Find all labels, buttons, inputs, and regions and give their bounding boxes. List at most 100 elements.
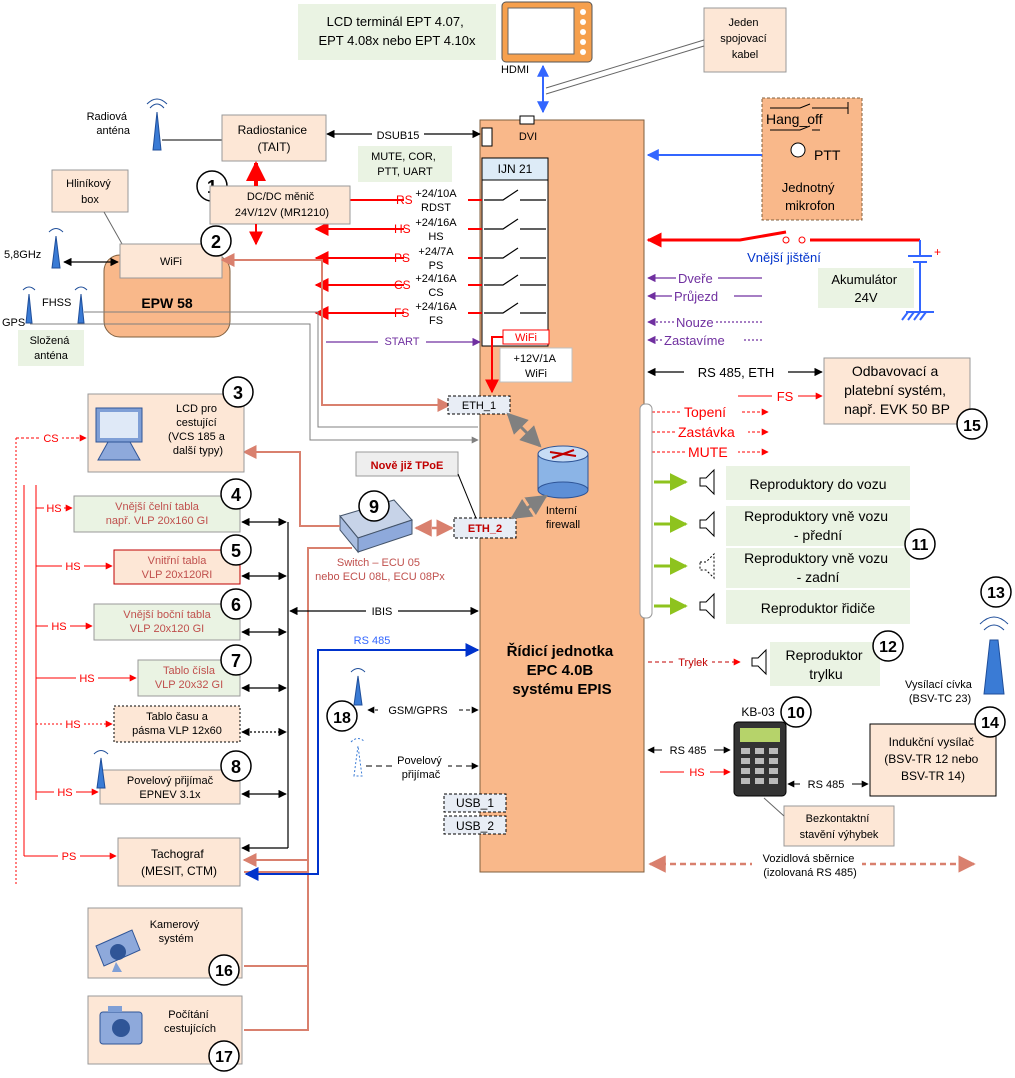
svg-text:CS: CS — [394, 278, 411, 292]
speaker-label-4: Reproduktor řidiče — [761, 600, 876, 616]
main-unit-title: Řídicí jednotka EPC 4.0B systému EPIS — [507, 642, 618, 698]
ghz-label: 5,8GHz — [4, 249, 41, 261]
mic-label: Jednotný mikrofon — [782, 180, 838, 213]
dvi-port — [519, 115, 535, 125]
dvi-label: DVI — [519, 131, 537, 143]
contactless-label: Bezkontaktní stavění výhybek — [800, 813, 879, 841]
kb-label: KB-03 — [741, 705, 775, 719]
svg-text:+24/16A: +24/16A — [415, 273, 457, 285]
lcd-passenger-label: LCD pro cestující (VCS 185 a další typy) — [168, 403, 228, 457]
lcd-terminal-icon — [501, 1, 593, 63]
svg-text:MUTE: MUTE — [688, 444, 728, 460]
wifi-eth1-line — [220, 253, 452, 412]
radio-signals-label: MUTE, COR, PTT, UART — [371, 151, 439, 178]
radio-station-label: Radiostanice (TAIT) — [238, 123, 311, 154]
lcd-terminal-label: LCD terminál EPT 4.07, EPT 4.08x nebo EP… — [318, 14, 476, 48]
svg-text:FS: FS — [394, 306, 409, 320]
ijn21-switches — [484, 189, 546, 314]
speaker-label-1: Reproduktory do vozu — [750, 476, 887, 492]
badge-12-num: 12 — [879, 639, 897, 656]
mic-box — [761, 97, 863, 221]
badge-14-num: 14 — [981, 715, 999, 732]
svg-text:Topení: Topení — [684, 404, 726, 420]
payment-label: Odbavovací a platební systém, např. EVK … — [844, 363, 950, 417]
mic-icon — [790, 142, 806, 158]
hdmi-label: HDMI — [501, 64, 529, 76]
combined-antenna-label: Složená anténa — [30, 335, 73, 362]
alubox-note — [51, 169, 129, 213]
badge-12 — [872, 630, 904, 662]
monitor-icon — [95, 407, 143, 461]
input-lines — [647, 273, 762, 345]
badge-11 — [904, 528, 936, 560]
usb1-label: USB_1 — [456, 796, 494, 810]
combined-antenna-box — [18, 330, 84, 366]
firewall-router-icon — [537, 445, 589, 499]
gps-label: GPS — [2, 317, 25, 329]
start-label: START — [384, 336, 419, 348]
wifi-label: WiFi — [160, 256, 182, 268]
ps-label: PS — [62, 851, 77, 863]
kb-hs-label: HS — [689, 767, 704, 779]
svg-text:HS: HS — [51, 621, 66, 633]
switch-downstream — [244, 547, 352, 1031]
badge-16-num: 16 — [215, 963, 233, 980]
tacho-box — [117, 837, 241, 887]
badge-15 — [956, 408, 988, 440]
svg-text:5: 5 — [231, 541, 241, 561]
ijn21-header — [481, 157, 549, 181]
badge-10-num: 10 — [787, 705, 805, 722]
svg-text:Dveře: Dveře — [678, 271, 713, 286]
gsm-antenna-icon — [350, 668, 366, 706]
speaker-box-3 — [726, 548, 910, 588]
tpoe-label: Nově již TPoE — [371, 460, 444, 472]
usb2-box — [443, 815, 507, 835]
fuse-label: Vnější jištění — [747, 250, 821, 265]
trylek-label: Reproduktor trylku — [786, 647, 867, 682]
povel-label: Povelový přijímač — [397, 755, 445, 781]
badge-9 — [358, 490, 390, 522]
badge-17 — [208, 1040, 240, 1072]
combined-antenna-icon — [22, 286, 88, 324]
trylek-line-label: Trylek — [678, 657, 708, 669]
fhss-label: FHSS — [42, 297, 71, 309]
ptt-switch-icon — [770, 102, 849, 131]
svg-text:HS: HS — [57, 787, 72, 799]
speaker-lines — [654, 473, 688, 615]
svg-text:8: 8 — [231, 757, 241, 777]
wifi-power-label: +12V/1A WiFi — [514, 353, 559, 380]
single-cable-pointer — [545, 39, 705, 95]
svg-text:4: 4 — [231, 485, 241, 505]
svg-text:HS: HS — [394, 222, 411, 236]
svg-text:RDST: RDST — [421, 202, 451, 214]
gsm-label: GSM/GPRS — [388, 705, 447, 717]
firewall-label: Interní firewall — [546, 505, 580, 531]
badge-9-num: 9 — [369, 497, 379, 517]
epw-label: EPW 58 — [141, 295, 193, 311]
tacho-label: Tachograf (MESIT, CTM) — [141, 847, 217, 878]
vehicle-bus-label: Vozidlová sběrnice (izolovaná RS 485) — [763, 853, 858, 879]
eth2-firewall-link — [510, 494, 548, 520]
ptt-label: PTT — [814, 147, 841, 163]
eth1-label: ETH_1 — [462, 400, 496, 412]
hs-trunk — [23, 485, 37, 856]
battery-line — [648, 232, 920, 240]
contactless-note — [783, 805, 895, 847]
rs485-tacho-line — [244, 643, 480, 881]
povel-antenna-icon — [350, 738, 366, 777]
counting-label: Počítání cestujících — [164, 1009, 216, 1035]
speaker-box-1 — [726, 466, 910, 500]
dsub-label: DSUB15 — [377, 130, 420, 142]
ibis-label: IBIS — [372, 606, 393, 618]
svg-text:PS: PS — [429, 260, 444, 272]
